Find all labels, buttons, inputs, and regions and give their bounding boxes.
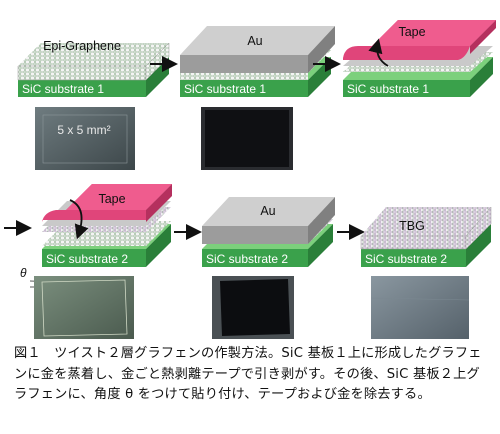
step4-tape-label: Tape [98,192,125,206]
step5-substrate-label: SiC substrate 2 [206,252,288,266]
step4-photo: θ [20,266,135,339]
step5-photo [212,276,294,339]
step1-stack: Epi-Graphene SiC substrate 1 [17,39,170,97]
step2-photo [201,107,293,170]
angle-theta-label: θ [20,266,27,280]
step6-photo [370,276,470,339]
step5-top-label: Au [260,204,275,218]
step3-tape-label: Tape [398,25,425,39]
step2-top-label: Au [247,34,262,48]
step1-photo-label: 5 x 5 mm² [57,123,110,137]
step6-stack: TBG SiC substrate 2 [360,206,492,267]
step5-stack: Au SiC substrate 2 [202,197,335,267]
step4-stack: Tape SiC substrate 2 [42,184,172,267]
step2-stack: Au SiC substrate 1 [180,26,335,97]
step1-substrate-label: SiC substrate 1 [22,82,104,96]
figure-caption: 図１ ツイスト２層グラフェンの作製方法。SiC 基板１上に形成したグラフェンに金… [14,346,482,402]
step1-top-label: Epi-Graphene [43,39,121,53]
step6-substrate-label: SiC substrate 2 [365,252,447,266]
step3-substrate-label: SiC substrate 1 [347,82,429,96]
attach-arrow-icon [69,199,89,240]
step1-photo: 5 x 5 mm² [35,107,135,170]
peel-arrow-icon [368,38,389,67]
step3-stack: Tape SiC substrate 1 [343,20,496,97]
step4-substrate-label: SiC substrate 2 [46,252,128,266]
step2-substrate-label: SiC substrate 1 [184,82,266,96]
step6-top-label: TBG [399,219,425,233]
fabrication-process-diagram: Epi-Graphene SiC substrate 1 5 x 5 mm² A… [4,20,496,339]
